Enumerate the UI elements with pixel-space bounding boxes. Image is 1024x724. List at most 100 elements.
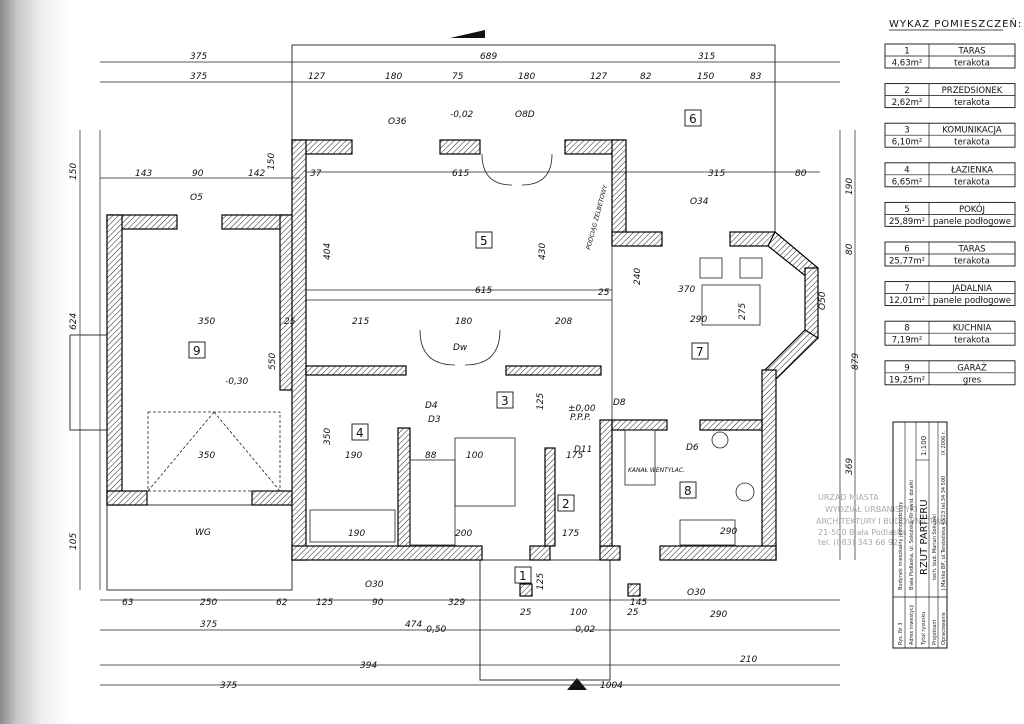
dim-label: 190	[845, 178, 855, 195]
dim-label: 350	[323, 428, 333, 445]
dim-label: 550	[268, 353, 278, 370]
window-tag: O8D	[515, 110, 535, 120]
dim-label: 127	[590, 72, 607, 82]
dim-label: 25	[598, 288, 610, 298]
dim-label: 879	[851, 353, 861, 370]
dim-label: 82	[640, 72, 652, 82]
dim-label: 290	[690, 315, 707, 325]
title-block-value: tech. bud. Marian Sokulski	[932, 514, 938, 580]
stamp-line: 21-500 Biała Podlaska	[818, 528, 907, 537]
dim-label: 88	[425, 451, 437, 461]
room-entry-name: ŁAZIENKA	[950, 165, 993, 175]
dim-label: 430	[538, 243, 548, 260]
room-entry-floor: terakota	[954, 138, 990, 148]
room-entry-floor: terakota	[954, 257, 990, 267]
dim-label: 83	[750, 72, 762, 82]
room-entry-floor: panele podłogowe	[933, 217, 1011, 227]
level-label: -0,50	[423, 625, 447, 635]
dim-label: 350	[198, 451, 215, 461]
room-entry-number: 6	[904, 245, 909, 255]
dim-label: 143	[135, 169, 152, 179]
door-tag: D8	[613, 398, 626, 408]
room-7-number: 7	[696, 345, 704, 359]
room-list-title: WYKAZ POMIESZCZEŃ:	[889, 17, 1022, 30]
entrance-arrow-icon	[567, 678, 587, 690]
dim-label: 125	[316, 598, 333, 608]
room-entry-number: 1	[904, 47, 909, 57]
vent-note: KANAŁ WENTYLAC.	[628, 467, 685, 474]
dims-inner: 143 90 142 150 37 615 404 430 315 80 615…	[135, 153, 807, 618]
dim-label: 125	[536, 573, 546, 590]
door-tag: D6	[686, 443, 699, 453]
room-entry-floor: terakota	[954, 177, 990, 187]
terrace-outline	[69, 44, 776, 681]
dim-label: 180	[455, 317, 472, 327]
dim-label: 200	[455, 529, 472, 539]
title-block-value: J.Mańko BP, ul.Terebelska 43/23 tel.34 3…	[940, 476, 947, 591]
room-entry-area: 2,62m²	[892, 98, 923, 108]
title-block: Rys. Nr 3 Adres inwestycji Tytuł rysunku…	[892, 421, 948, 649]
window-tag: O36	[388, 117, 407, 127]
dim-label: 25	[627, 608, 639, 618]
dim-label: 105	[69, 533, 79, 550]
room-entry-number: 7	[904, 284, 909, 294]
dim-label: 150	[267, 153, 277, 170]
dim-label: 100	[466, 451, 483, 461]
stamp-line: tel. (083) 343 66 92	[818, 538, 898, 547]
room-entry-number: 5	[904, 205, 909, 215]
dim-label: 369	[845, 458, 855, 475]
level-label: -0,02	[450, 110, 474, 120]
office-stamp: URZĄD MIASTA WYDZIAŁ URBANISTYKI ARCHITE…	[816, 493, 947, 547]
window-tag: O30	[687, 588, 706, 598]
dim-label: 145	[630, 598, 647, 608]
dim-label: 375	[220, 681, 237, 691]
room-1-number: 1	[519, 569, 527, 583]
dim-label: 290	[710, 610, 727, 620]
dimension-lines	[79, 61, 856, 686]
room-entry-number: 4	[904, 165, 909, 175]
room-entry-name: TARAS	[957, 47, 985, 57]
dim-label: 315	[698, 52, 715, 62]
room-entry-area: 7,19m²	[892, 336, 923, 346]
room-entry-floor: gres	[963, 375, 982, 385]
dim-label: 375	[190, 72, 207, 82]
dim-label: 25	[520, 608, 532, 618]
room-entry-name: TARAS	[957, 245, 985, 255]
dim-label: 175	[566, 451, 583, 461]
dim-label: 375	[190, 52, 207, 62]
dim-label: 75	[452, 72, 464, 82]
dim-label: 329	[448, 598, 465, 608]
window-tag: O30	[365, 580, 384, 590]
door-tag: D3	[428, 415, 441, 425]
room-numbers	[188, 109, 709, 584]
dim-label: 190	[345, 451, 362, 461]
stamp-line: URZĄD MIASTA	[818, 493, 879, 502]
room-entry-name: KOMUNIKACJA	[942, 126, 1002, 136]
dim-label: 315	[708, 169, 725, 179]
dim-label: 62	[276, 598, 288, 608]
window-tag: O50	[818, 291, 828, 310]
north-arrow-icon	[450, 30, 485, 38]
dim-label: 90	[372, 598, 384, 608]
dims-sides: 150 624 105 190 80 879 369	[69, 163, 861, 550]
room-entry-name: GARAŻ	[957, 362, 987, 373]
dim-label: 370	[678, 285, 695, 295]
level-sub-label: P.P.P.	[570, 413, 591, 423]
dim-label: 215	[352, 317, 369, 327]
dim-label: 80	[845, 243, 855, 255]
scale-label: 1:100	[920, 436, 928, 456]
dim-label: 180	[518, 72, 535, 82]
room-entry-name: JADALNIA	[951, 284, 992, 294]
date-label: IX 2006 r.	[941, 431, 947, 455]
room-8-number: 8	[684, 484, 692, 498]
room-entry-floor: terakota	[954, 98, 990, 108]
dim-label: 290	[720, 527, 737, 537]
room-entry-area: 25,89m²	[889, 217, 925, 227]
room-entry-floor: terakota	[954, 336, 990, 346]
